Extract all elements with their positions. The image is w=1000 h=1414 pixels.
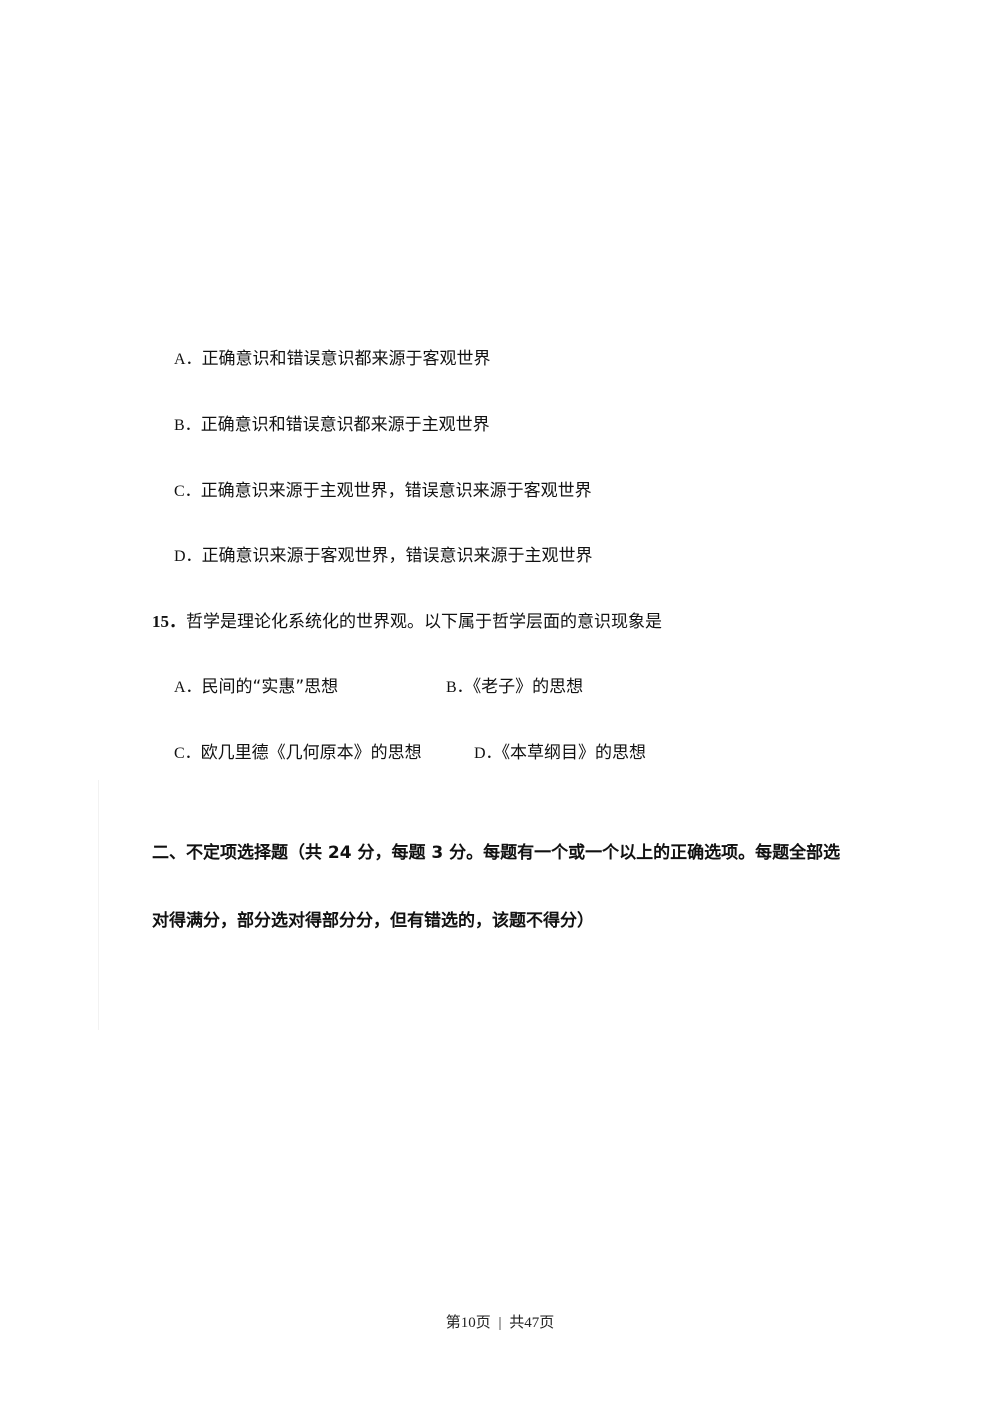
option-letter: C． [174,483,201,500]
page-edge-mark [98,780,99,1030]
q15-option-c: C．欧几里德《几何原本》的思想 [174,742,422,765]
option-text: 民间的“实惠”思想 [201,677,339,697]
q14-option-d: D．正确意识来源于客观世界，错误意识来源于主观世界 [174,545,593,568]
footer-separator: | [498,1315,502,1331]
q14-option-c: C．正确意识来源于主观世界，错误意识来源于客观世界 [174,480,592,503]
page-total: 共47页 [509,1315,555,1331]
page-number: 第10页 [445,1315,491,1331]
option-letter: B． [174,417,201,434]
option-text: 欧几里德《几何原本》的思想 [200,743,422,763]
option-text: 《老子》的思想 [472,677,584,697]
option-letter: A． [174,679,202,696]
q14-option-b: B．正确意识和错误意识都来源于主观世界 [174,414,490,437]
option-text: 正确意识来源于主观世界，错误意识来源于客观世界 [200,481,592,501]
option-letter: B． [446,679,473,696]
question-number: 15． [152,612,186,631]
q15-option-a: A．民间的“实惠”思想 [174,676,338,699]
option-letter: D． [474,745,502,762]
question-text: 哲学是理论化系统化的世界观。以下属于哲学层面的意识现象是 [186,612,662,632]
q14-option-a: A．正确意识和错误意识都来源于客观世界 [174,348,491,371]
q15-stem: 15．哲学是理论化系统化的世界观。以下属于哲学层面的意识现象是 [152,611,662,633]
section-2-heading-line-2: 对得满分，部分选对得部分分，但有错选的，该题不得分） [152,911,594,931]
option-text: 正确意识和错误意识都来源于客观世界 [201,349,491,369]
option-letter: C． [174,745,201,762]
section-2-heading-line-1: 二、不定项选择题（共 24 分，每题 3 分。每题有一个或一个以上的正确选项。每… [152,843,841,863]
option-text: 正确意识和错误意识都来源于主观世界 [200,415,490,435]
option-text: 《本草纲目》的思想 [501,743,647,763]
q15-option-d: D．《本草纲目》的思想 [474,742,646,765]
page-footer: 第10页 | 共47页 [0,1311,1000,1332]
option-letter: D． [174,548,202,565]
option-letter: A． [174,351,202,368]
option-text: 正确意识来源于客观世界，错误意识来源于主观世界 [201,546,593,566]
q15-option-b: B．《老子》的思想 [446,676,583,699]
